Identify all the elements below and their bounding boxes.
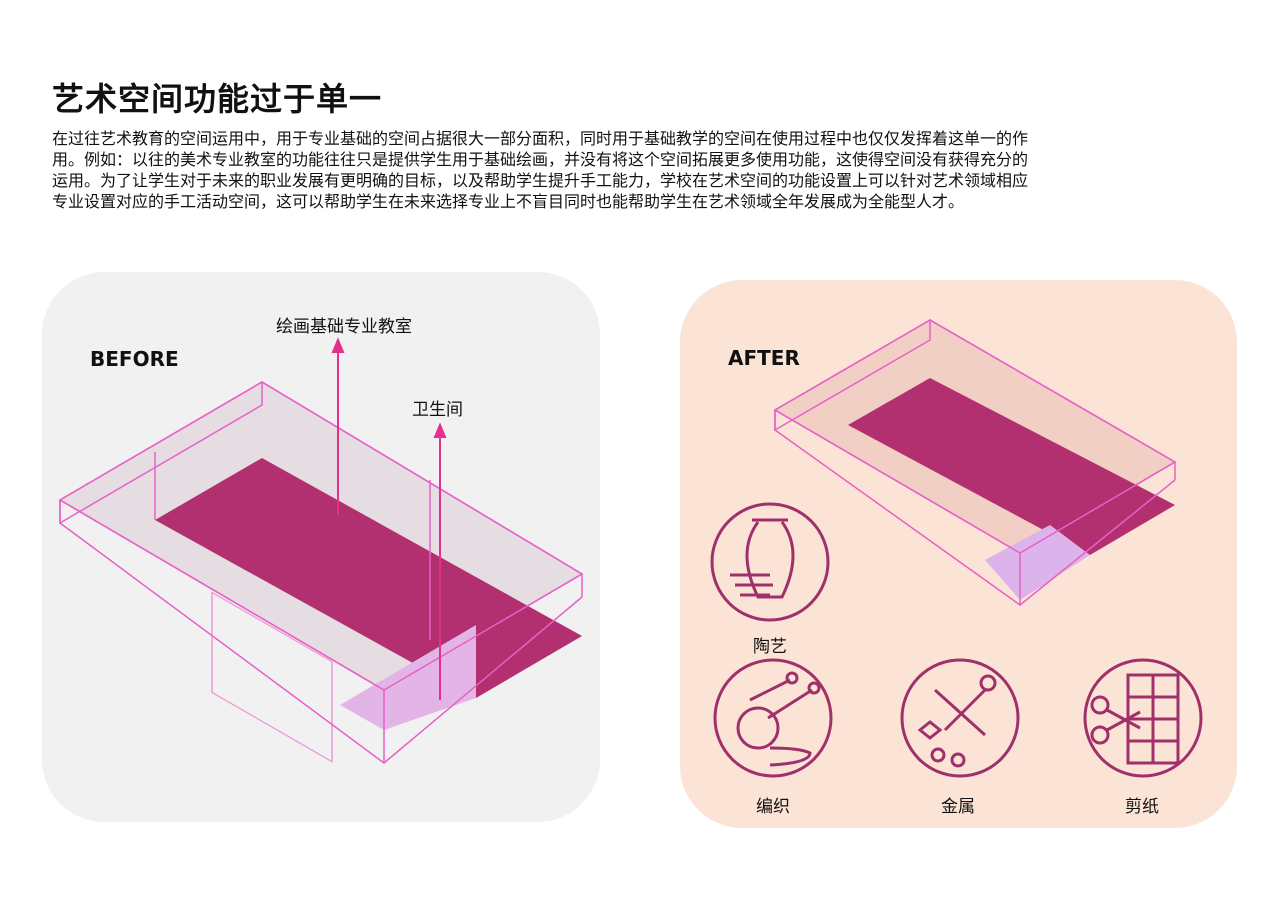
page-title: 艺术空间功能过于单一 bbox=[52, 80, 383, 118]
paragraph-line: 运用。为了让学生对于未来的职业发展有更明确的目标，以及帮助学生提升手工能力，学校… bbox=[52, 171, 1029, 190]
after-room-diagram bbox=[773, 318, 1177, 606]
papercut-icon bbox=[1083, 658, 1203, 778]
before-arrows bbox=[331, 337, 447, 700]
pottery-label: 陶艺 bbox=[753, 637, 787, 657]
classroom-label: 绘画基础专业教室 bbox=[276, 317, 412, 337]
weaving-icon bbox=[713, 658, 833, 778]
metal-label: 金属 bbox=[941, 797, 975, 817]
description-paragraph: 在过往艺术教育的空间运用中，用于专业基础的空间占据很大一部分面积，同时用于基础教… bbox=[52, 128, 1242, 212]
after-tag: AFTER bbox=[728, 346, 800, 370]
weaving-label: 编织 bbox=[756, 797, 790, 817]
paragraph-line: 在过往艺术教育的空间运用中，用于专业基础的空间占据很大一部分面积，同时用于基础教… bbox=[52, 129, 1029, 148]
before-room-diagram bbox=[58, 380, 584, 764]
before-tag: BEFORE bbox=[90, 347, 179, 371]
paragraph-line: 专业设置对应的手工活动空间，这可以帮助学生在未来选择专业上不盲目同时也能帮助学生… bbox=[52, 192, 965, 211]
pottery-icon bbox=[710, 502, 830, 622]
toilet-label: 卫生间 bbox=[412, 400, 463, 420]
paragraph-line: 用。例如：以往的美术专业教室的功能往往只是提供学生用于基础绘画，并没有将这个空间… bbox=[52, 150, 1029, 169]
papercut-label: 剪纸 bbox=[1125, 797, 1159, 817]
metal-icon bbox=[900, 658, 1020, 778]
